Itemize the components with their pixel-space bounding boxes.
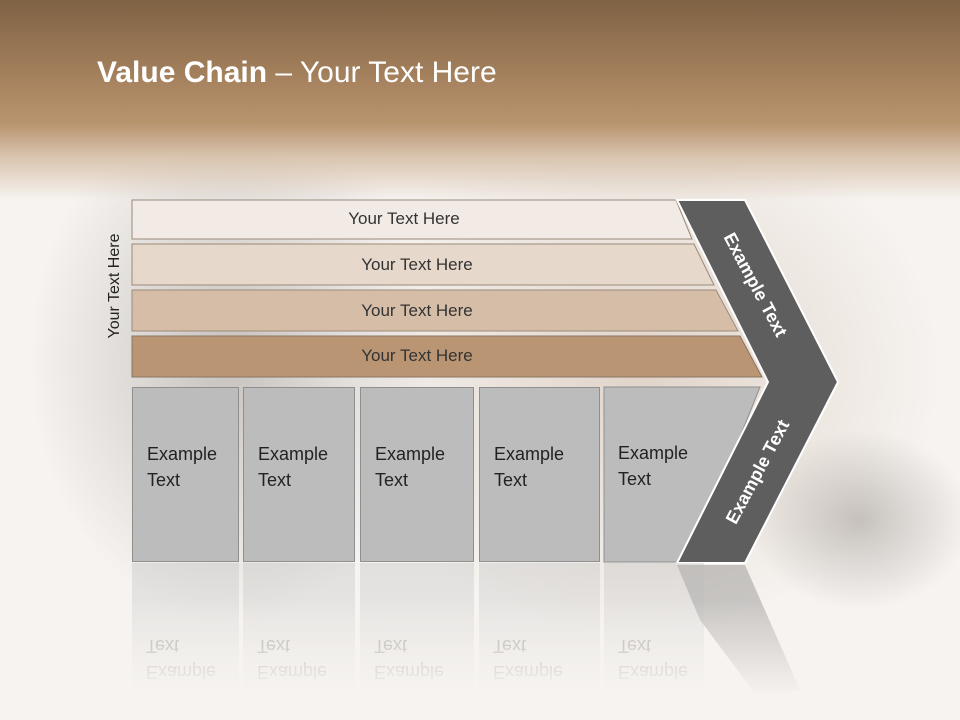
column-4-line2: Text <box>494 470 528 490</box>
column-3-line1: Example <box>375 444 446 464</box>
column-4-line1: Example <box>494 444 565 464</box>
bar-shape-4 <box>131 335 763 378</box>
column-3-line2: Text <box>375 470 409 490</box>
column-1-line2: Text <box>147 470 181 490</box>
bar-2: Your Text Here <box>132 246 702 284</box>
bar-shape-2 <box>131 243 715 286</box>
title-bold: Value Chain <box>97 56 268 89</box>
chevron-shape <box>675 199 840 564</box>
column-5-line2: Text <box>618 469 652 489</box>
bar-4: Your Text Here <box>132 337 702 375</box>
column-5-line1: Example <box>618 443 689 463</box>
slide-title: Value Chain – Your Text Here <box>97 56 497 90</box>
bar-1: Your Text Here <box>132 200 676 238</box>
bar-shape-1 <box>131 199 693 240</box>
bottom-fade <box>0 600 960 720</box>
bar-3: Your Text Here <box>132 292 702 330</box>
bar-3-label: Your Text Here <box>361 301 473 320</box>
column-2-line1: Example <box>258 444 329 464</box>
column-1-line1: Example <box>147 444 218 464</box>
bar-1-label: Your Text Here <box>348 209 460 228</box>
column-2-line2: Text <box>258 470 292 490</box>
header-band <box>0 0 960 200</box>
bar-2-label: Your Text Here <box>361 255 473 274</box>
bar-shape-3 <box>131 289 739 332</box>
bar-4-label: Your Text Here <box>361 346 473 365</box>
title-rest: – Your Text Here <box>267 56 497 89</box>
